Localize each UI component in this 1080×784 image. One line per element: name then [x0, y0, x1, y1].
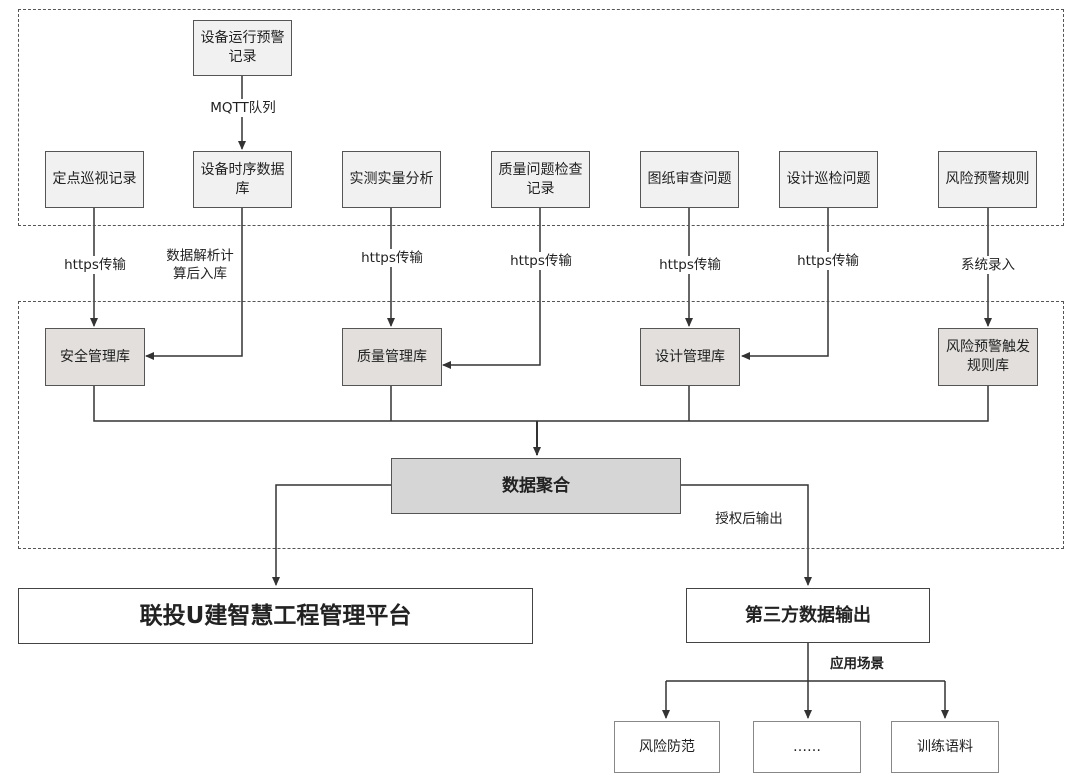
- node-safety-db[interactable]: 安全管理库: [45, 328, 145, 386]
- label-authorized-output: 授权后输出: [707, 510, 791, 528]
- node-platform[interactable]: 联投U建智慧工程管理平台: [18, 588, 533, 644]
- source-group: [18, 9, 1064, 226]
- edge-aggregation-to-platform: [272, 484, 391, 586]
- node-quality-check[interactable]: 质量问题检查记录: [491, 151, 590, 208]
- edge-aggregation-to-thirdparty: [681, 484, 812, 586]
- node-scene-training-corpus[interactable]: 训练语料: [891, 721, 999, 773]
- node-drawing-review[interactable]: 图纸审查问题: [640, 151, 739, 208]
- node-design-patrol[interactable]: 设计巡检问题: [779, 151, 878, 208]
- label-https-3: https传输: [506, 252, 576, 270]
- label-mqtt: MQTT队列: [205, 99, 281, 117]
- node-scene-risk-prevention[interactable]: 风险防范: [614, 721, 720, 773]
- label-https-4: https传输: [655, 256, 725, 274]
- node-timeseries-db[interactable]: 设备时序数据库: [193, 151, 292, 208]
- node-alarm-record[interactable]: 设备运行预警记录: [193, 20, 292, 76]
- node-patrol-record[interactable]: 定点巡视记录: [45, 151, 144, 208]
- label-https-1: https传输: [60, 256, 130, 274]
- database-group: [18, 301, 1064, 549]
- node-third-party-output[interactable]: 第三方数据输出: [686, 588, 930, 643]
- node-measurement[interactable]: 实测实量分析: [342, 151, 441, 208]
- label-https-2: https传输: [357, 249, 427, 267]
- label-parse: 数据解析计算后入库: [164, 247, 236, 283]
- node-design-db[interactable]: 设计管理库: [640, 328, 740, 386]
- label-scenarios: 应用场景: [830, 656, 884, 672]
- node-quality-db[interactable]: 质量管理库: [342, 328, 442, 386]
- label-manual-entry: 系统录入: [953, 256, 1023, 274]
- edge-dbs-bus: [93, 386, 989, 422]
- node-risk-rules[interactable]: 风险预警规则: [938, 151, 1037, 208]
- label-https-5: https传输: [793, 252, 863, 270]
- edge-timeseries-to-safety: [145, 208, 243, 360]
- node-scene-more[interactable]: ……: [753, 721, 861, 773]
- node-risk-db[interactable]: 风险预警触发规则库: [938, 328, 1038, 386]
- node-data-aggregation[interactable]: 数据聚合: [391, 458, 681, 514]
